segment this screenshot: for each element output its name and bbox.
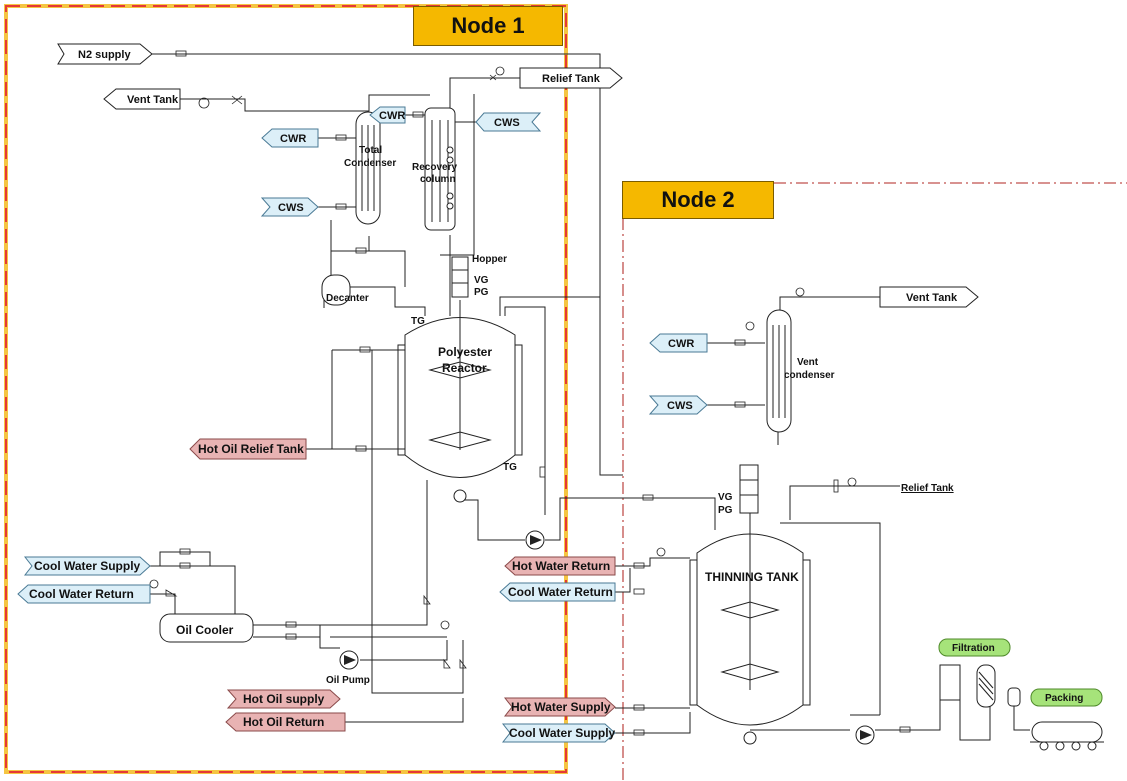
node2-title: Node 2	[622, 181, 774, 219]
oil-pump-label: Oil Pump	[326, 675, 370, 686]
filtration-unit	[939, 664, 1021, 708]
reactor-label-2: Reactor	[442, 361, 487, 375]
relief-tank-tag-n1	[519, 67, 623, 89]
cwr-text-n2: CWR	[668, 338, 694, 350]
vg-label-n1: VG	[474, 275, 489, 286]
tg-bottom-label: TG	[503, 462, 517, 473]
hot-water-supply-text: Hot Water Supply	[511, 700, 611, 714]
decanter-label: Decanter	[326, 293, 369, 304]
node1-valves	[149, 50, 546, 669]
cws-recovery-tag	[475, 112, 542, 132]
hot-oil-supply-text: Hot Oil supply	[243, 692, 325, 706]
reactor-label-1: Polyester	[438, 345, 492, 359]
node1-title: Node 1	[413, 6, 563, 46]
hot-water-return-text: Hot Water Return	[512, 559, 610, 573]
hopper-label: Hopper	[472, 254, 507, 265]
hot-oil-return-text: Hot Oil Return	[243, 715, 324, 729]
node2-title-text: Node 2	[661, 187, 735, 212]
cwr-recovery-text: CWR	[379, 110, 405, 122]
recovery-column-label-2: column	[420, 174, 456, 185]
total-condenser-label-1: Total	[359, 145, 382, 156]
n2-supply-tag	[57, 43, 153, 65]
total-condenser-label-2: Condenser	[344, 158, 396, 169]
hot-oil-relief-tank-tag	[189, 438, 307, 460]
node1-boundary-dash	[5, 5, 567, 773]
thinning-tank-agitator-drive	[739, 464, 759, 514]
cool-water-return-tag-n2	[499, 582, 616, 602]
oil-cooler-label: Oil Cooler	[176, 623, 234, 637]
cwr-recovery-tag	[369, 106, 406, 124]
cool-water-return-text-n1: Cool Water Return	[29, 587, 134, 601]
cool-water-return-text-n2: Cool Water Return	[508, 585, 613, 599]
recovery-column-label-1: Recovery	[412, 162, 457, 173]
filtration-badge	[938, 638, 1011, 657]
total-condenser	[355, 111, 381, 225]
packing-badge	[1030, 688, 1103, 707]
vent-condenser-label-2: condenser	[784, 370, 835, 381]
n2-supply-text: N2 supply	[78, 49, 131, 61]
cws-total-text: CWS	[278, 202, 304, 214]
node1-title-text: Node 1	[451, 13, 525, 38]
relief-tank-text-n1: Relief Tank	[542, 73, 601, 85]
pg-label-n1: PG	[474, 287, 489, 298]
vent-condenser-label-1: Vent	[797, 357, 819, 368]
cool-water-supply-tag-n2	[501, 723, 616, 743]
hot-water-supply-tag	[503, 697, 616, 717]
vent-tank-text-n1: Vent Tank	[127, 94, 179, 106]
hopper	[451, 256, 469, 298]
node2-piping	[615, 296, 1030, 741]
vg-label-n2: VG	[718, 492, 733, 503]
cool-water-return-tag-n1	[17, 584, 151, 604]
hot-oil-return-tag	[225, 712, 346, 732]
recovery-column	[424, 107, 456, 231]
packing-text: Packing	[1045, 693, 1083, 704]
vent-tank-tag-n1	[103, 88, 181, 110]
polyester-reactor	[397, 300, 523, 503]
cws-total-tag	[260, 197, 319, 217]
vent-tank-text-n2: Vent Tank	[906, 292, 958, 304]
cws-text-n2: CWS	[667, 400, 693, 412]
thinning-tank	[689, 513, 811, 745]
hot-oil-relief-tank-text: Hot Oil Relief Tank	[198, 442, 304, 456]
product-pump-arrow	[530, 535, 542, 545]
cool-water-supply-text-n1: Cool Water Supply	[34, 559, 141, 573]
filtration-text: Filtration	[952, 643, 995, 654]
cwr-total-tag	[261, 128, 319, 148]
vent-condenser	[766, 309, 792, 433]
cool-water-supply-tag-n1	[23, 556, 151, 576]
tg-top-label: TG	[411, 316, 425, 327]
vent-tank-tag-n2	[879, 286, 979, 308]
node2-valves	[633, 287, 911, 736]
oil-cooler	[159, 613, 254, 643]
cool-water-supply-text-n2: Cool Water Supply	[509, 726, 616, 740]
hot-water-return-tag	[504, 556, 616, 576]
cwr-tag-n2	[649, 333, 708, 353]
transfer-pump-arrow	[860, 730, 872, 740]
oil-pump	[339, 650, 359, 670]
cwr-total-text: CWR	[280, 133, 306, 145]
packing-truck	[1030, 721, 1104, 751]
thinning-tank-label: THINNING TANK	[705, 570, 799, 584]
cws-tag-n2	[648, 395, 708, 415]
hot-oil-supply-tag	[226, 689, 341, 709]
cws-recovery-text: CWS	[494, 117, 520, 129]
relief-tank-text-n2: Relief Tank	[901, 483, 954, 494]
decanter	[321, 274, 351, 306]
pg-label-n2: PG	[718, 505, 733, 516]
